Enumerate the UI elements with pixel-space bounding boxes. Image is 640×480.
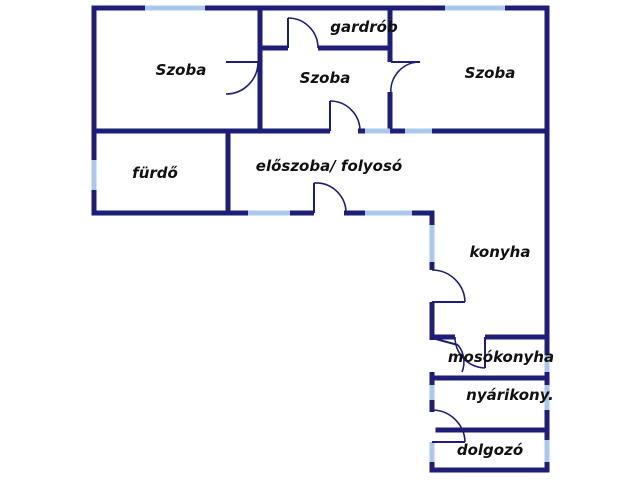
door-swing-arc bbox=[390, 61, 421, 95]
room-label-dolgozo: dolgozó bbox=[457, 441, 523, 459]
room-label-gardrob: gardrób bbox=[330, 18, 398, 36]
room-label-szoba-left: Szoba bbox=[156, 61, 207, 79]
room-labels: Szoba Szoba Szoba gardrób fürdő előszoba… bbox=[132, 18, 554, 459]
door-leaf bbox=[431, 337, 459, 346]
windows bbox=[91, 5, 550, 462]
door-swing-arc bbox=[313, 182, 347, 214]
room-label-szoba-right: Szoba bbox=[465, 64, 516, 82]
room-label-nyarikonyha: nyárikony. bbox=[466, 386, 554, 404]
room-label-konyha: konyha bbox=[469, 243, 530, 261]
doors bbox=[222, 17, 486, 443]
door-swing-arc bbox=[431, 269, 466, 303]
door-swing-arc bbox=[287, 17, 319, 49]
room-label-mosokonyha: mosókonyha bbox=[448, 348, 554, 366]
door-swing-arc bbox=[454, 336, 486, 369]
door-swing-arc bbox=[225, 61, 259, 95]
room-label-eloszoba-folyoso: előszoba/ folyosó bbox=[256, 157, 402, 175]
room-label-szoba-middle: Szoba bbox=[300, 69, 351, 87]
room-label-furdo: fürdő bbox=[132, 164, 178, 182]
door-swing-arc bbox=[329, 100, 361, 132]
door-swing-arc bbox=[431, 409, 466, 443]
